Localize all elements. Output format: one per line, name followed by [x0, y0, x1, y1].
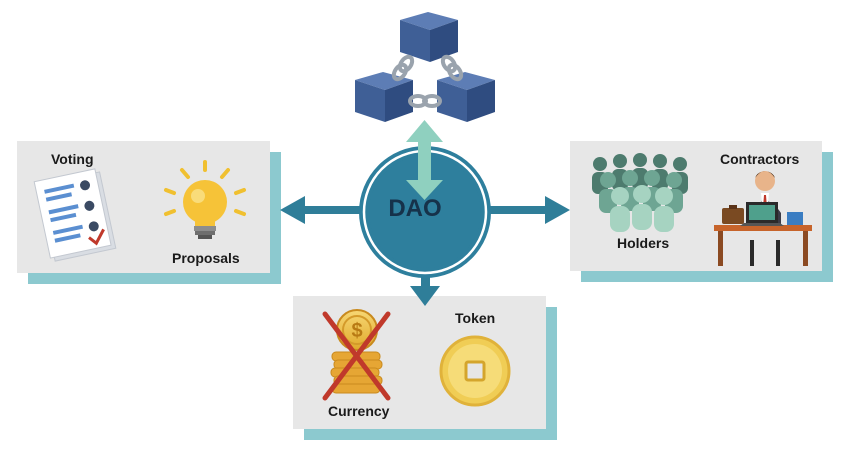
lightbulb-icon: [164, 160, 246, 239]
contractors-label: Contractors: [720, 151, 800, 167]
crossed-out-coin-stack-icon: $: [322, 309, 391, 401]
businessman-at-desk-icon: [714, 171, 812, 266]
token-coin-icon: [439, 335, 511, 407]
holders-label: Holders: [617, 235, 670, 251]
ballot-checklist-icon: [33, 168, 117, 262]
proposals-label: Proposals: [172, 250, 240, 266]
dao-hub: [359, 146, 491, 278]
voting-label: Voting: [51, 151, 94, 167]
token-label: Token: [455, 310, 496, 326]
arrow-right: [488, 196, 570, 224]
arrow-left: [280, 196, 372, 224]
people-group-icon: [592, 153, 688, 232]
svg-text:$: $: [351, 320, 362, 342]
blockchain-cubes-icon: [355, 12, 495, 122]
arrow-down: [410, 268, 440, 306]
currency-label: Currency: [328, 403, 390, 419]
up-arrow: [406, 120, 443, 200]
dao-label: DAO: [388, 195, 442, 222]
